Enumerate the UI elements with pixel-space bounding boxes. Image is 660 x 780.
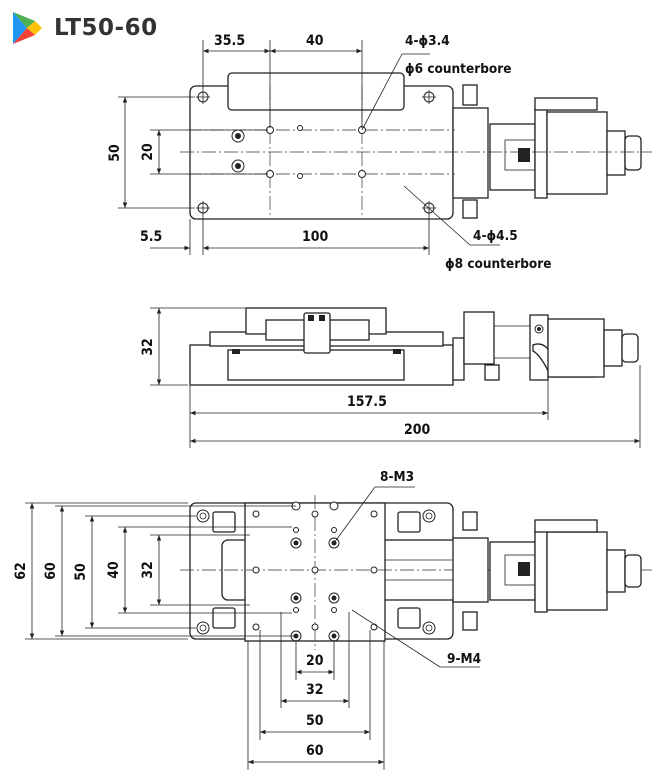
dim-left-40: 40 xyxy=(106,561,122,579)
top-limit-switch-lower xyxy=(462,199,478,219)
top-pin-hole xyxy=(297,125,303,131)
top-motor-terminal xyxy=(534,97,598,111)
dim-20: 20 xyxy=(140,143,156,161)
side-bearing-block xyxy=(463,311,495,365)
dim-5-5: 5.5 xyxy=(140,229,162,245)
top-coupling-block xyxy=(518,148,530,162)
stage-motor-flange xyxy=(534,529,548,613)
dim-left-32: 32 xyxy=(140,561,156,579)
side-handwheel xyxy=(621,333,639,363)
side-nut-bracket xyxy=(303,312,331,354)
top-corner-hole xyxy=(422,90,436,104)
side-endcap xyxy=(452,337,465,381)
dim-62: 62 xyxy=(13,562,29,580)
dim-100: 100 xyxy=(302,229,329,245)
top-pin-hole xyxy=(297,173,303,179)
stage-corner-hole xyxy=(422,621,436,635)
side-view: 32 157.5 200 xyxy=(140,307,641,448)
dim-left-50: 50 xyxy=(73,563,89,581)
top-corner-hole xyxy=(196,201,210,215)
dim-bottom-32: 32 xyxy=(306,682,324,698)
dim-bottom-60: 60 xyxy=(306,743,324,759)
top-motor-rear xyxy=(606,130,626,176)
stage-corner-hole xyxy=(196,509,210,523)
top-counterbore-hole xyxy=(231,159,245,173)
stage-motor-body xyxy=(546,531,608,611)
dim-40: 40 xyxy=(306,33,324,49)
stage-coupling-housing xyxy=(452,537,489,603)
dim-35-5: 35.5 xyxy=(214,33,245,49)
note-holes-large-2: ϕ8 counterbore xyxy=(445,256,552,272)
note-8m3: 8-M3 xyxy=(380,469,414,485)
stage-corner-hole xyxy=(422,509,436,523)
header: LT50-60 xyxy=(10,6,158,50)
dim-side-32: 32 xyxy=(140,338,156,356)
stage-view: 8-M3 9-M4 62 60 50 40 32 xyxy=(13,469,652,770)
play-store-logo-icon xyxy=(13,12,42,44)
top-motor-body xyxy=(546,111,608,195)
note-holes-large-1: 4-ϕ4.5 xyxy=(473,228,518,244)
note-9m4: 9-M4 xyxy=(447,651,481,667)
top-view: 35.5 40 4-ϕ3.4 ϕ6 counterbore 50 20 5.5 … xyxy=(107,33,652,272)
side-sensor xyxy=(484,364,500,381)
top-motor-coupling-housing xyxy=(452,107,489,199)
dim-60: 60 xyxy=(43,562,59,580)
dim-200: 200 xyxy=(404,422,431,438)
dim-bottom-50: 50 xyxy=(306,713,324,729)
dim-bottom-20: 20 xyxy=(306,653,324,669)
top-handwheel xyxy=(624,135,642,171)
stage-motor-rear xyxy=(606,549,626,593)
top-motor-flange xyxy=(534,107,548,199)
note-holes-small-2: ϕ6 counterbore xyxy=(405,61,512,77)
top-corner-hole xyxy=(196,90,210,104)
top-limit-switch-upper xyxy=(462,84,478,106)
product-title: LT50-60 xyxy=(54,15,158,41)
top-mount-hole xyxy=(266,126,366,178)
side-motor-rear xyxy=(603,329,623,367)
stage-m3-hole xyxy=(293,527,337,613)
note-holes-small-1: 4-ϕ3.4 xyxy=(405,33,450,49)
stage-handwheel xyxy=(624,554,642,588)
side-motor-body xyxy=(547,318,605,378)
dim-50: 50 xyxy=(107,144,123,162)
side-handle xyxy=(227,349,405,381)
top-counterbore-hole xyxy=(231,129,245,143)
dim-157-5: 157.5 xyxy=(347,394,387,410)
top-handle-slot xyxy=(227,72,405,111)
stage-corner-hole xyxy=(196,621,210,635)
